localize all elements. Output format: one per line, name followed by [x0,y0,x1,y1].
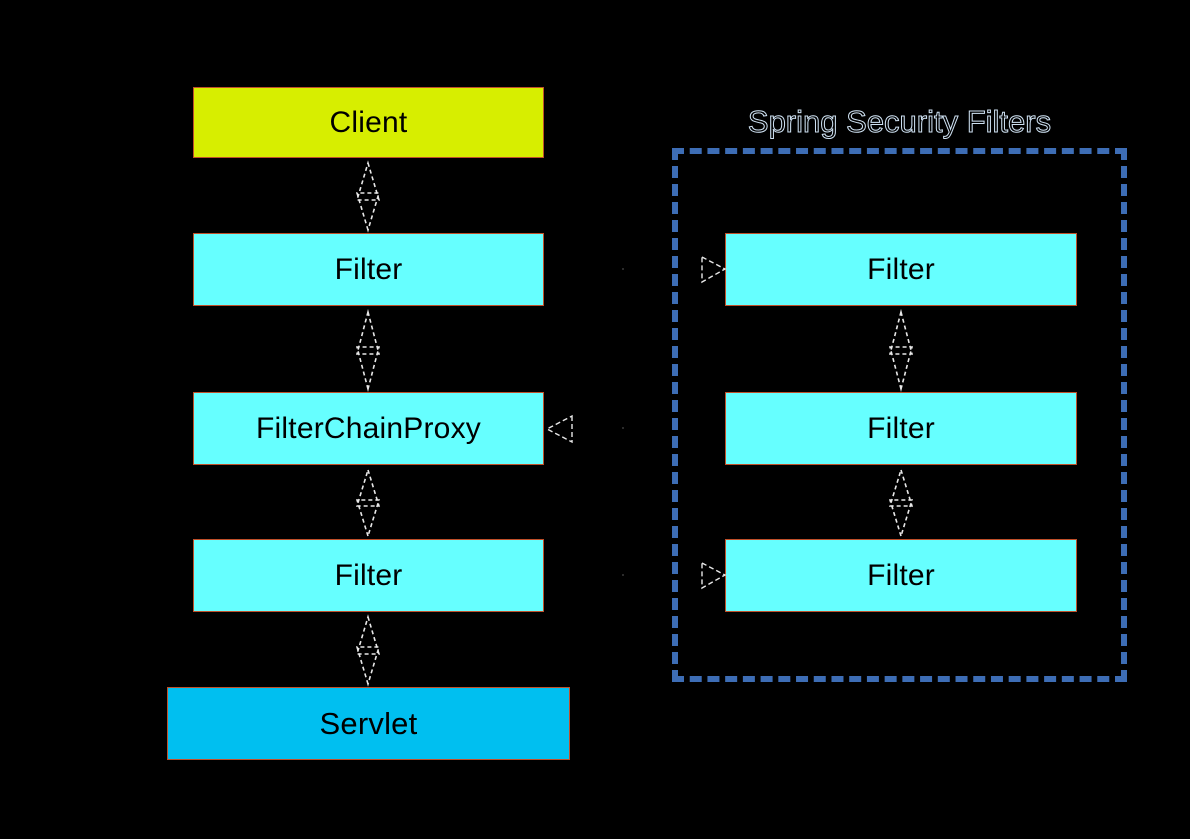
node-security-filter-1[interactable]: Filter [725,233,1077,306]
connector-security-filter-2-to-security-filter-3 [881,465,921,539]
node-security-filter-3[interactable]: Filter [725,539,1077,612]
node-security-filter-2[interactable]: Filter [725,392,1077,465]
node-filter-chain-proxy[interactable]: FilterChainProxy [193,392,544,465]
connector-dot-middle [622,427,624,429]
node-servlet[interactable]: Servlet [167,687,570,760]
spring-security-filters-label: Spring Security Filters [747,104,1052,140]
connector-into-security-filter-1 [699,254,729,286]
connector-left-filter-2-to-servlet [348,612,388,687]
connector-filter-chain-proxy-to-left-filter-2 [348,465,388,539]
connector-dot-upper [622,268,624,270]
connector-back-to-filter-chain-proxy [544,413,576,447]
connector-dot-lower [622,574,624,576]
node-client[interactable]: Client [193,87,544,158]
connector-left-filter-1-to-filter-chain-proxy [348,306,388,393]
connector-into-security-filter-3 [699,560,729,592]
node-left-filter-1[interactable]: Filter [193,233,544,306]
node-left-filter-2[interactable]: Filter [193,539,544,612]
connector-client-to-left-filter-1 [348,158,388,233]
spring-security-filters-group [672,148,1127,682]
connector-security-filter-1-to-security-filter-2 [881,306,921,393]
